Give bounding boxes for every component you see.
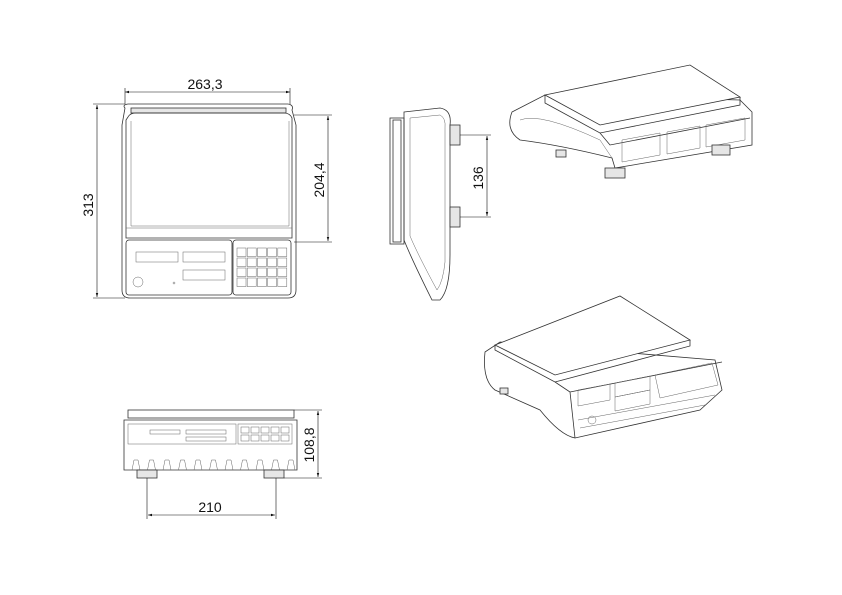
keypad [236, 247, 288, 287]
key [257, 277, 267, 287]
key [267, 257, 277, 267]
vent-rib [209, 459, 218, 471]
dim-platform-depth: 204,4 [311, 162, 327, 197]
side-view: 136 [389, 107, 491, 301]
key [246, 247, 257, 257]
vent-rib [162, 459, 172, 471]
key [250, 434, 260, 442]
vent-rib [224, 459, 234, 471]
key [280, 434, 290, 442]
dim-top-depth: 313 [80, 193, 96, 217]
key [236, 277, 247, 287]
dim-top-width: 263,3 [187, 76, 222, 92]
key [267, 267, 277, 277]
vent-rib [147, 459, 156, 471]
key [277, 247, 288, 257]
vent-rib [286, 459, 296, 471]
dim-front-foot-spacing: 210 [198, 499, 222, 515]
key [240, 426, 250, 434]
vent-rib [131, 459, 141, 471]
dim-side-foot-spacing: 136 [470, 166, 486, 190]
vent-rib [255, 459, 265, 471]
vent-rib [271, 459, 280, 471]
key [236, 247, 247, 257]
key [236, 267, 247, 277]
key [260, 426, 270, 434]
key [270, 426, 280, 434]
dim-front-height: 108,8 [301, 427, 317, 462]
vent-rib [178, 459, 187, 471]
key [280, 426, 290, 434]
front-view: 108,8 210 [123, 409, 322, 519]
vent-rib [240, 459, 249, 471]
key [267, 277, 277, 287]
key [267, 247, 277, 257]
vent-rib [193, 459, 203, 471]
key [246, 267, 257, 277]
key [257, 247, 267, 257]
key [246, 257, 257, 267]
key [277, 257, 288, 267]
top-view: 263,3 313 204,4 [80, 76, 332, 299]
key [236, 257, 247, 267]
key [250, 426, 260, 434]
key [260, 434, 270, 442]
key [277, 277, 288, 287]
key [257, 267, 267, 277]
isometric-rear-view [509, 64, 753, 179]
isometric-front-view [484, 295, 723, 439]
key [257, 257, 267, 267]
key [270, 434, 280, 442]
key [240, 434, 250, 442]
key [277, 267, 288, 277]
key [246, 277, 257, 287]
